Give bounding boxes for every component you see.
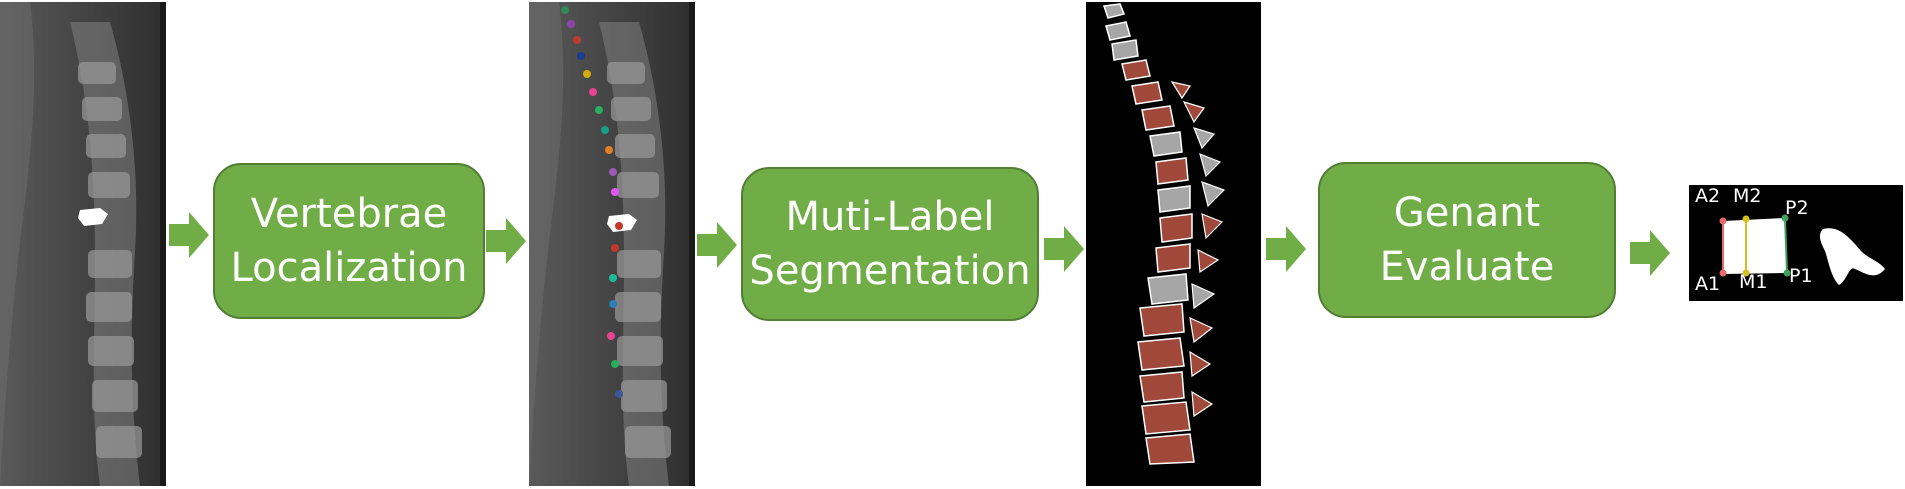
- arrow-right-icon: [697, 222, 737, 268]
- step-1-line-2: Localization: [230, 245, 468, 291]
- step-1-line-1: Vertebrae: [250, 191, 448, 237]
- label-p2: P2: [1785, 197, 1809, 219]
- spine-xray-landmarks-graphic: [529, 2, 695, 486]
- arrow-right-icon: [486, 218, 526, 264]
- genant-evaluation-image: A2 M2 P2 A1 M1 P1: [1689, 185, 1903, 301]
- label-a1: A1: [1695, 273, 1721, 295]
- step-vertebrae-localization-box: Vertebrae Localization: [213, 163, 485, 319]
- xray-localized-image: [529, 2, 695, 486]
- arrow-right-icon: [1044, 226, 1084, 272]
- segmentation-mask-image: [1086, 2, 1261, 486]
- vertebra-height-graphic: [1719, 214, 1885, 285]
- step-3-line-2: Evaluate: [1379, 244, 1555, 290]
- label-m2: M2: [1733, 185, 1762, 207]
- arrow-right-icon: [169, 212, 209, 258]
- vertebrae-mask-graphic: [1086, 2, 1261, 486]
- spine-xray-graphic: [0, 2, 166, 486]
- arrow-right-icon: [1630, 230, 1670, 276]
- step-2-line-2: Segmentation: [749, 248, 1031, 294]
- label-p1: P1: [1789, 265, 1813, 287]
- arrow-right-icon: [1266, 226, 1306, 272]
- step-multi-label-segmentation-box: Muti-Label Segmentation: [741, 167, 1039, 321]
- landmark-points: [561, 6, 623, 398]
- xray-input-image: [0, 2, 166, 486]
- step-genant-evaluate-box: Genant Evaluate: [1318, 162, 1616, 318]
- step-2-line-1: Muti-Label: [785, 194, 995, 240]
- label-a2: A2: [1695, 185, 1721, 207]
- step-3-line-1: Genant: [1393, 190, 1541, 236]
- label-m1: M1: [1739, 271, 1768, 293]
